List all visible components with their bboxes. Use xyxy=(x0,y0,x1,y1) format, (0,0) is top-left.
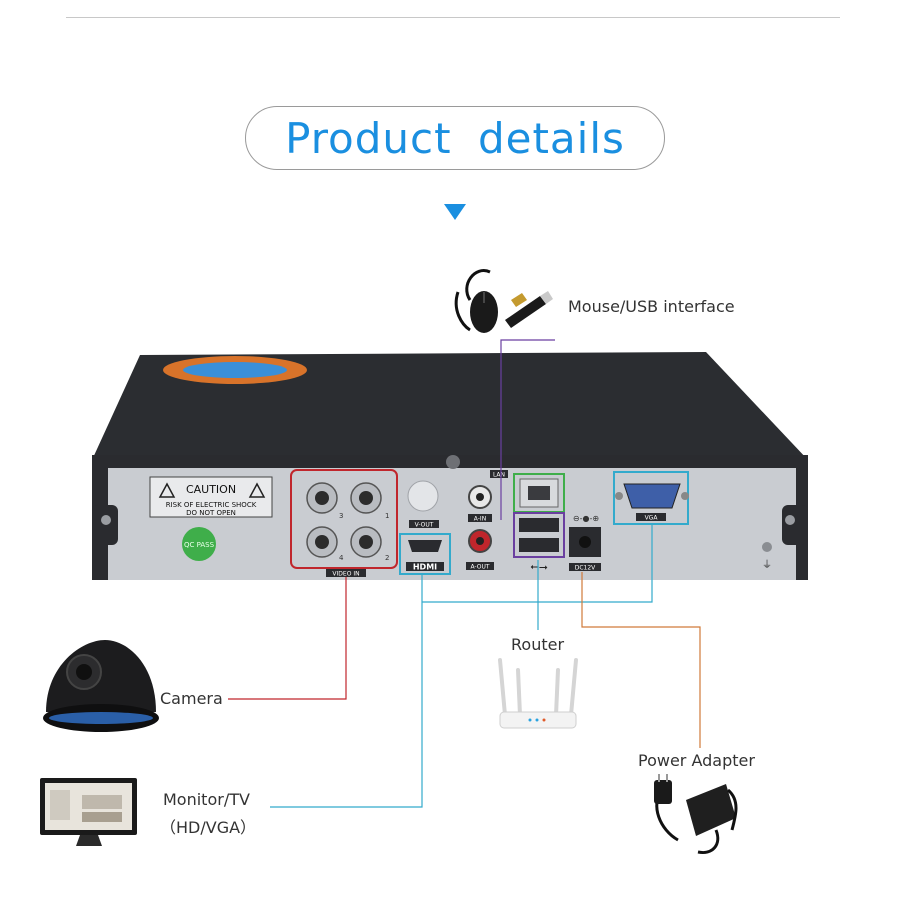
usb-connector-line xyxy=(500,339,555,520)
monitor-label-line-2: （HD/VGA） xyxy=(160,818,257,837)
router-label: Router xyxy=(511,635,565,654)
top-divider xyxy=(66,17,840,18)
ground-icon: ⏚ xyxy=(762,559,772,571)
svg-text:3: 3 xyxy=(339,512,343,520)
router-icon xyxy=(498,658,578,729)
vga-port xyxy=(623,483,681,509)
warning-icon xyxy=(248,482,266,498)
svg-text:A-OUT: A-OUT xyxy=(470,564,489,571)
caution-line-2: DO NOT OPEN xyxy=(186,509,236,517)
dc-polarity-icon: ⊖-●-⊕ xyxy=(573,514,599,523)
svg-text:2: 2 xyxy=(385,554,389,562)
usb-port-1 xyxy=(519,518,559,532)
power-connector-line xyxy=(581,572,701,748)
mouse-usb-label: Mouse/USB interface xyxy=(568,297,735,316)
camera-connector-line xyxy=(228,577,347,700)
camera-icon xyxy=(43,640,159,732)
svg-text:QC PASS: QC PASS xyxy=(184,541,215,549)
usb-port-2 xyxy=(519,538,559,552)
mouse-icon xyxy=(454,269,498,333)
svg-text:LAN: LAN xyxy=(493,472,505,479)
usb-icon: ⭠⭢ xyxy=(530,560,548,573)
svg-text:1: 1 xyxy=(385,512,389,520)
warning-icon xyxy=(158,482,176,498)
down-arrow-icon xyxy=(444,204,466,220)
page-title: Product details xyxy=(285,113,625,163)
monitor-label-line-1: Monitor/TV xyxy=(163,790,250,809)
power-adapter-label: Power Adapter xyxy=(638,751,755,770)
screw-icon xyxy=(446,455,460,469)
svg-text:VGA: VGA xyxy=(645,515,659,522)
title-pill: Product details xyxy=(245,106,665,170)
usb-highlight xyxy=(513,512,565,558)
camera-label: Camera xyxy=(160,689,223,708)
caution-title: CAUTION xyxy=(186,483,236,496)
svg-text:4: 4 xyxy=(339,554,344,562)
monitor-icon xyxy=(40,778,137,846)
monitor-connector-line xyxy=(270,575,423,808)
video-in-label: VIDEO IN xyxy=(332,571,359,578)
hdmi-port xyxy=(408,540,442,552)
svg-text:V-OUT: V-OUT xyxy=(415,522,434,529)
hdmi-highlight xyxy=(399,533,451,575)
svg-text:A-IN: A-IN xyxy=(474,516,486,523)
vga-connector-line xyxy=(422,525,653,603)
power-adapter-icon xyxy=(654,774,738,855)
hdmi-label: HDMI xyxy=(413,563,437,572)
video-in-highlight xyxy=(290,469,398,569)
qc-pass-badge xyxy=(182,527,216,561)
caution-line-1: RISK OF ELECTRIC SHOCK xyxy=(166,501,257,509)
v-out-port xyxy=(407,480,439,512)
svg-text:DC12V: DC12V xyxy=(575,565,596,572)
usb-stick-icon xyxy=(505,291,553,328)
ground-screw-icon xyxy=(762,542,772,552)
